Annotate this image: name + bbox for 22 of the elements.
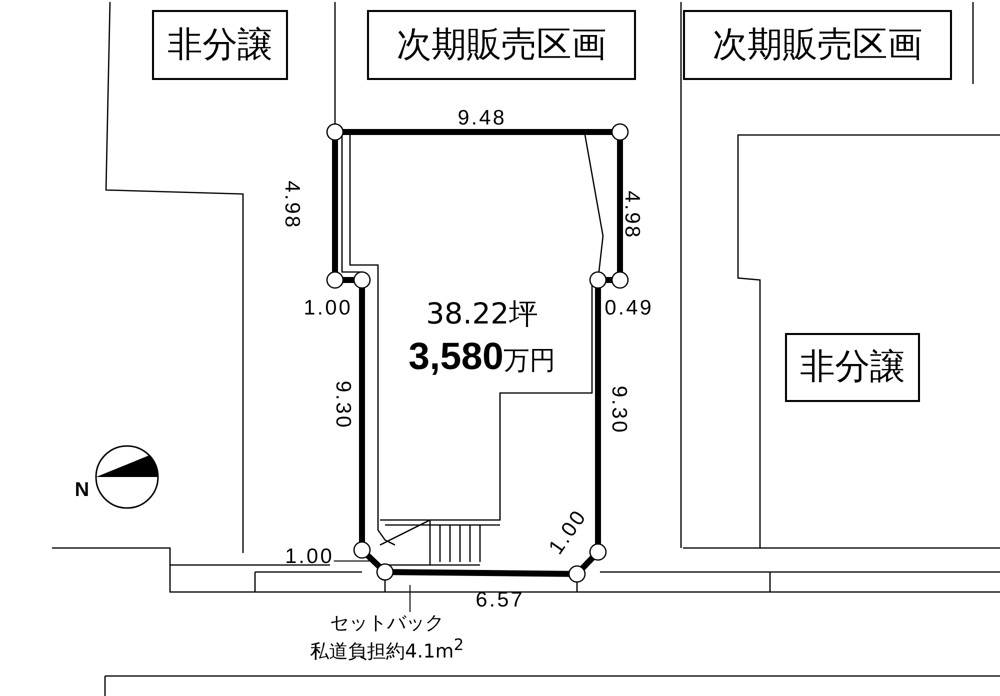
area-label: 次期販売区画	[712, 28, 922, 62]
lot-area-text: 38.22坪	[426, 300, 538, 328]
area-label-box	[785, 333, 920, 402]
setback-label: セットバック	[329, 612, 445, 635]
dimension-label: 0.49	[604, 298, 654, 318]
dimension-label: 4.98	[622, 190, 642, 240]
area-label-box	[683, 10, 952, 80]
leader-line	[333, 560, 372, 562]
north-label: N	[74, 480, 90, 500]
area-label: 非分譲	[800, 350, 905, 385]
area-label-box	[152, 10, 288, 80]
dimension-label: 9.48	[458, 108, 506, 128]
dimension-label: 1.00	[304, 298, 352, 318]
area-label: 非分譲	[168, 28, 272, 62]
dimension-label: 9.30	[608, 386, 630, 434]
dimension-label: 4.98	[282, 180, 302, 230]
dimension-label: 1.00	[285, 544, 334, 570]
area-label: 次期販売区画	[396, 28, 606, 62]
dimension-label: 9.30	[332, 380, 354, 430]
price-text: 3,580万円	[408, 338, 556, 376]
private-road-note: 私道負担約4.1m$^{2}$	[310, 634, 464, 663]
area-label-box	[367, 10, 636, 80]
